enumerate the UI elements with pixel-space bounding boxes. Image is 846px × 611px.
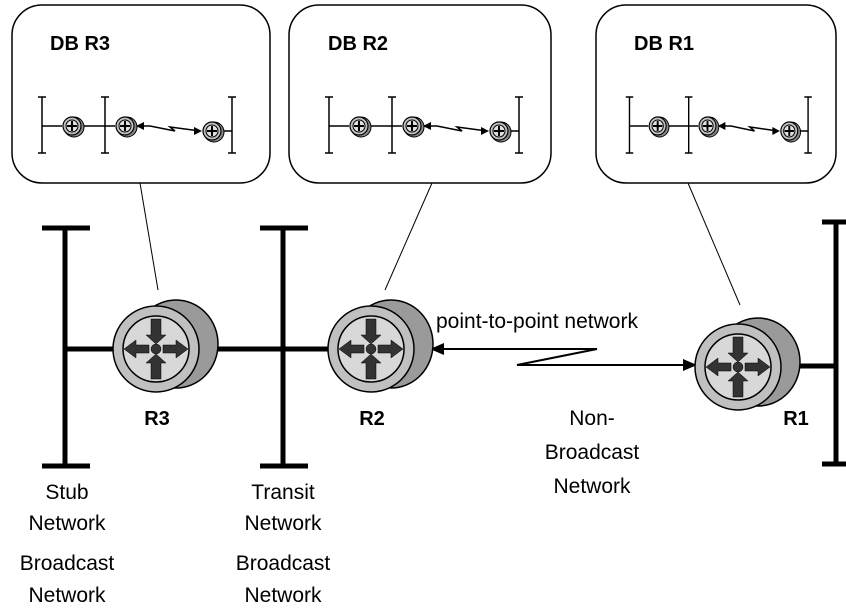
- stub-label-4: Network: [28, 584, 106, 607]
- stub-label-1: Stub: [45, 481, 88, 504]
- router-r1: [694, 317, 801, 411]
- router-icon: [327, 299, 434, 393]
- db-box-r1: DB R1: [595, 4, 837, 184]
- db-title: DB R1: [634, 33, 694, 55]
- router-icon: [112, 299, 219, 393]
- r1-network-bar: [822, 219, 846, 467]
- router-label-r2: R2: [359, 408, 385, 430]
- db-box-r2: DB R2: [288, 4, 552, 184]
- stub-label-3: Broadcast: [20, 552, 115, 575]
- router-icon: [694, 317, 801, 411]
- point-to-point-link: [430, 343, 697, 371]
- non-broadcast-label-1: Non-: [569, 407, 615, 430]
- router-label-r3: R3: [144, 408, 170, 430]
- stub-label-2: Network: [28, 512, 106, 535]
- router-r3: [112, 299, 219, 393]
- transit-label-4: Network: [244, 584, 322, 607]
- transit-label-3: Broadcast: [236, 552, 331, 575]
- db-title: DB R2: [328, 33, 388, 55]
- non-broadcast-label-3: Network: [553, 475, 631, 498]
- transit-label-1: Transit: [251, 481, 315, 504]
- point-to-point-label: point-to-point network: [436, 310, 638, 333]
- router-r2: [327, 299, 434, 393]
- callout-line-r2: [384, 182, 433, 291]
- db-title: DB R3: [50, 33, 110, 55]
- callout-line-r1: [687, 182, 741, 306]
- non-broadcast-label-2: Broadcast: [545, 441, 640, 464]
- router-label-r1: R1: [783, 408, 809, 430]
- callout-line-r3: [139, 182, 159, 291]
- transit-label-2: Network: [244, 512, 322, 535]
- db-box-r3: DB R3: [11, 4, 271, 184]
